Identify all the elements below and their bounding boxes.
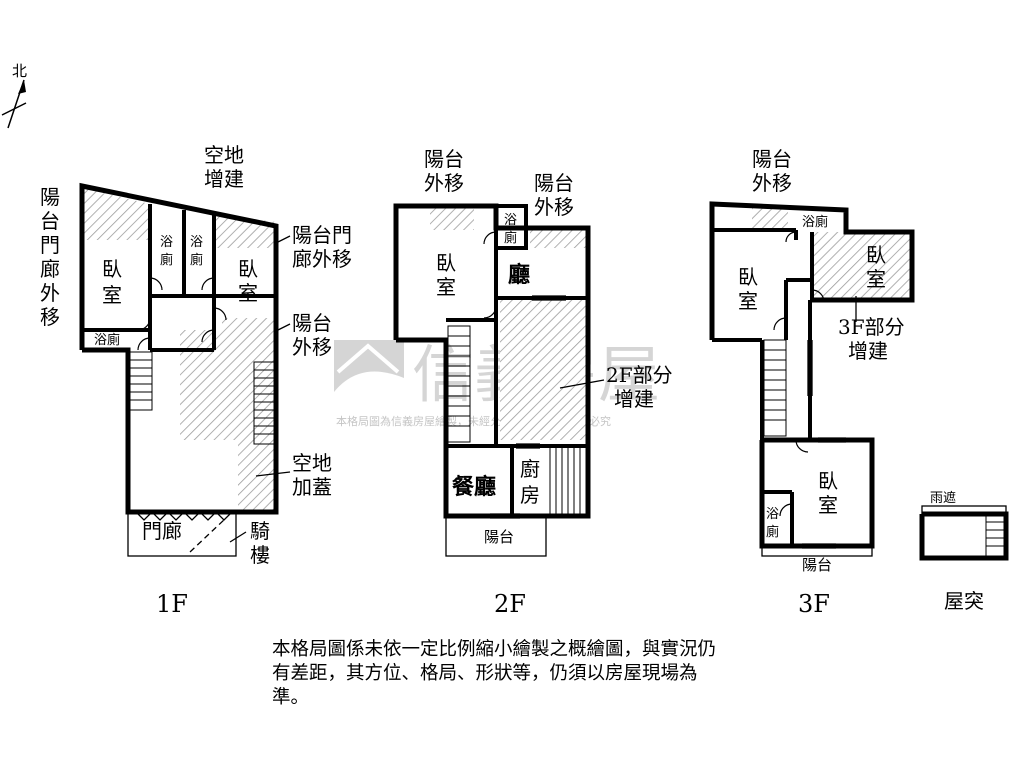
label-2f-balcony-right-2: 外移 (534, 195, 574, 219)
label-3f-bedroom-bottom-1: 臥 (818, 469, 838, 493)
north-arrow-icon (1, 79, 27, 129)
label-1f-bath-b-2: 廁 (190, 252, 203, 268)
label-1f-vacant-2: 增建 (204, 167, 244, 191)
label-3f-bath-bottom-1: 浴 (766, 507, 779, 522)
floor-1-title: 1F (156, 590, 188, 618)
label-3f-addition-2: 增建 (848, 339, 888, 363)
watermark-logo-icon (334, 340, 404, 402)
label-1f-vacant-cover-2: 加蓋 (292, 475, 332, 499)
label-2f-bath-2: 廁 (504, 230, 517, 246)
label-1f-balcony-out-1: 陽台 (292, 311, 332, 335)
label-1f-bath-c: 浴廁 (94, 332, 120, 348)
label-1f-bath-a-2: 廁 (160, 252, 173, 268)
label-2f-dining: 餐廳 (452, 474, 496, 500)
label-2f-bedroom-2: 室 (436, 275, 456, 299)
stairs-2f-right (549, 445, 587, 517)
label-1f-balcony-out-2: 外移 (292, 335, 332, 359)
label-1f-balcony-door-right-1: 陽台門 (292, 223, 352, 247)
label-3f-bedroom-left-2: 室 (738, 289, 758, 313)
label-1f-balcony-door-left-2: 台 (40, 209, 60, 233)
label-1f-balcony-door-left-3: 門 (40, 233, 60, 257)
label-3f-bedroom-right-1: 臥 (866, 243, 886, 267)
label-2f-addition-2: 增建 (614, 387, 654, 411)
label-1f-balcony-door-right-2: 廊外移 (292, 247, 352, 271)
label-1f-balcony-door-left-4: 廊 (40, 257, 60, 281)
label-1f-bedroom-right-2: 室 (238, 281, 258, 305)
north-label: 北 (12, 62, 27, 80)
label-3f-bedroom-bottom-2: 室 (818, 493, 838, 517)
label-1f-bath-a-1: 浴 (160, 235, 173, 250)
label-3f-bedroom-left-1: 臥 (738, 265, 758, 289)
label-2f-living: 廳 (508, 262, 530, 288)
label-3f-bath-top: 浴廁 (802, 214, 828, 230)
label-1f-vacant-1: 空地 (204, 143, 244, 167)
stairs-1f-left (127, 351, 153, 411)
label-2f-addition-1: 2F部分 (606, 363, 673, 387)
label-2f-balcony-left-2: 外移 (424, 171, 464, 195)
stairs-3f (763, 339, 787, 437)
floor-2-title: 2F (494, 590, 526, 618)
label-1f-vacant-cover-1: 空地 (292, 451, 332, 475)
label-2f-bath-1: 浴 (504, 213, 517, 228)
label-2f-bedroom-1: 臥 (436, 251, 456, 275)
label-3f-balcony-1: 陽台 (752, 147, 792, 171)
label-2f-kitchen-1: 廚 (520, 457, 540, 481)
roof-title: 屋突 (944, 589, 984, 613)
floor-3-plan: 陽台 外移 浴廁 臥 室 臥 室 3F部分 增建 臥 室 浴 廁 陽台 3F (709, 147, 915, 618)
label-1f-arcade-2: 樓 (250, 543, 270, 567)
roof-structure-plan: 雨遮 屋突 (919, 490, 1009, 613)
label-2f-balcony-left-1: 陽台 (424, 147, 464, 171)
label-3f-balcony: 陽台 (802, 556, 832, 574)
floor-3-title: 3F (798, 590, 830, 618)
label-1f-bedroom-right-1: 臥 (238, 257, 258, 281)
disclaimer-note: 本格局圖係未依一定比例縮小繪製之概繪圖，與實況仍有差距，其方位、格局、形狀等，仍… (272, 639, 717, 708)
floor-1-plan: 陽 台 門 廊 外 移 空地 增建 陽台門 廊外移 陽台 外移 空地 加蓋 騎 … (40, 143, 352, 618)
label-1f-porch: 門廊 (142, 519, 182, 543)
label-1f-balcony-door-left-6: 移 (40, 305, 60, 329)
label-2f-balcony: 陽台 (484, 528, 514, 546)
label-roof-canopy: 雨遮 (930, 490, 956, 506)
label-3f-balcony-2: 外移 (752, 171, 792, 195)
label-3f-bath-bottom-2: 廁 (766, 524, 779, 540)
label-3f-bedroom-right-2: 室 (866, 267, 886, 291)
label-1f-balcony-door-left-5: 外 (40, 281, 60, 305)
label-1f-balcony-door-left-1: 陽 (40, 185, 60, 209)
floor-2-plan: 陽台 外移 陽台 外移 臥 室 浴 廁 廳 2F部分 增建 餐廳 廚 房 陽台 … (393, 147, 673, 618)
label-1f-bath-b-1: 浴 (190, 235, 203, 250)
stairs-roof (985, 513, 1007, 559)
label-2f-balcony-right-1: 陽台 (534, 171, 574, 195)
label-1f-arcade-1: 騎 (250, 519, 270, 543)
label-3f-addition-1: 3F部分 (838, 315, 905, 339)
label-1f-bedroom-left-1: 臥 (102, 257, 122, 281)
label-1f-bedroom-left-2: 室 (102, 283, 122, 307)
label-2f-kitchen-2: 房 (520, 483, 540, 507)
